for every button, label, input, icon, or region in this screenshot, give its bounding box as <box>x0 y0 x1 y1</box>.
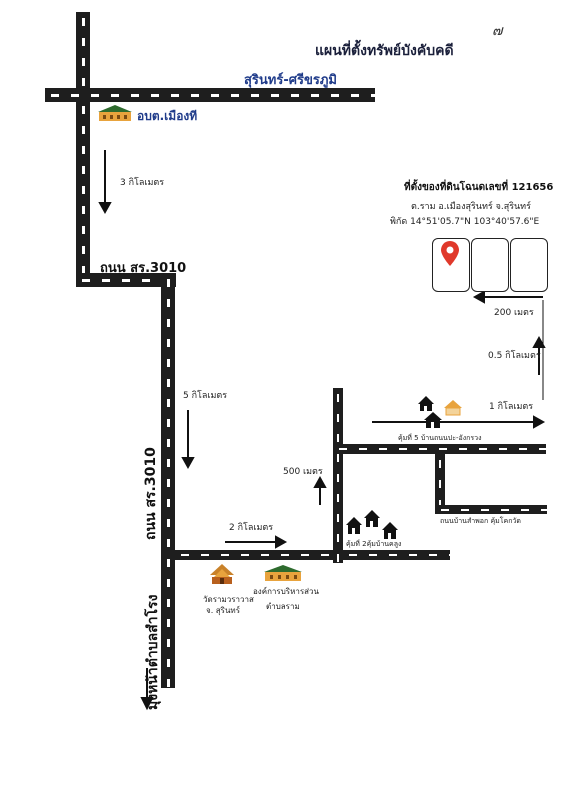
road-west-vertical <box>76 100 90 280</box>
distance-1km: 1 กิโลเมตร <box>489 402 534 412</box>
map-title: แผนที่ตั้งทรัพย์บังคับคดี <box>315 43 454 59</box>
property-address: ต.ราม อ.เมืองสุรินทร์ จ.สุรินทร์ <box>411 202 531 212</box>
page-number: ๗ <box>492 23 503 39</box>
label-temple-1: วัดรามวราวาส <box>203 595 254 604</box>
label-sao-1: องค์การบริหารส่วน <box>253 587 319 596</box>
house-cluster-2-icon <box>346 510 398 539</box>
distance-200m: 200 เมตร <box>494 308 534 318</box>
property-heading: ที่ตั้งของที่ดินโฉนดเลขที่ 121656 <box>404 182 554 193</box>
distance-3km: 3 กิโลเมตร <box>120 178 165 188</box>
distance-2km: 2 กิโลเมตร <box>229 523 274 533</box>
land-plot-2 <box>471 238 509 292</box>
land-plot-3 <box>510 238 548 292</box>
road-samphok <box>435 505 547 514</box>
label-village5: คุ้มที่ 5 บ้านถนนปะ-อังกรวง <box>398 434 482 442</box>
road-south-branch <box>435 454 445 506</box>
road-3010-vertical <box>161 273 175 688</box>
road-top-north <box>76 12 90 90</box>
temple-icon <box>210 564 234 584</box>
sao-building-icon <box>264 565 302 581</box>
label-village2: คุ้มที่ 2คุ้มบ้านคลูง <box>346 540 402 548</box>
road-north-segment <box>333 388 343 563</box>
road-village2 <box>343 550 450 560</box>
label-top-highway: สุรินทร์-ศรีขรภูมิ <box>244 73 337 88</box>
road-village5 <box>333 444 546 454</box>
location-pin-icon <box>441 241 459 266</box>
label-samphok-road: ถนนบ้านสำพอก คุ้มโคกวัด <box>440 517 521 525</box>
distance-5km: 5 กิโลเมตร <box>183 391 228 401</box>
road-to-east <box>175 550 335 560</box>
road-3010-horizontal <box>76 273 176 287</box>
distance-500m: 500 เมตร <box>283 467 323 477</box>
label-temple-2: จ. สุรินทร์ <box>206 606 240 615</box>
label-obt: อบต.เมืองที <box>137 109 198 123</box>
property-coords: พิกัด 14°51'05.7"N 103°40'57.6"E <box>390 217 540 227</box>
distance-05km: 0.5 กิโลเมตร <box>488 351 541 361</box>
label-road-3010-h: ถนน สร.3010 <box>100 261 187 276</box>
label-sao-2: ตำบลราม <box>266 602 300 611</box>
road-top-highway <box>45 88 375 102</box>
building-icon <box>98 105 132 121</box>
house-cluster-icon <box>418 396 462 428</box>
